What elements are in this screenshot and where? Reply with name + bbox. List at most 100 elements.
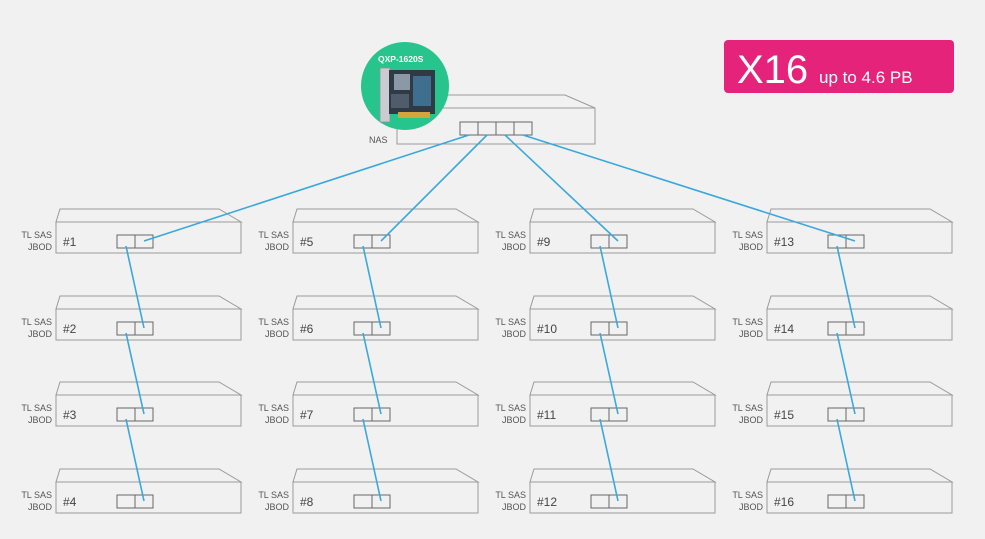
jbod-top — [292, 381, 480, 396]
jbod-number: #11 — [537, 408, 556, 422]
jbod-port-out — [608, 321, 628, 336]
jbod-type-label: JBOD — [502, 329, 527, 339]
sas-cable — [599, 418, 619, 502]
capacity-badge: X16 up to 4.6 PB — [724, 40, 954, 93]
jbod-type-label: JBOD — [28, 329, 53, 339]
jbod-port-out — [371, 494, 391, 509]
jbod-top — [55, 208, 243, 223]
jbod-number: #6 — [300, 322, 314, 336]
jbod-number: #5 — [300, 235, 314, 249]
jbod-port-out — [845, 321, 865, 336]
jbod-port-out — [134, 321, 154, 336]
jbod-port-out — [134, 234, 154, 249]
jbod-port-in — [353, 494, 373, 509]
jbod-type-label: TL SAS — [495, 490, 526, 500]
nas-port-3 — [495, 121, 515, 136]
sas-cable — [836, 245, 856, 329]
sas-cable — [836, 418, 856, 502]
badge-capacity: up to 4.6 PB — [819, 68, 913, 87]
jbod-type-label: TL SAS — [732, 317, 763, 327]
jbod-port-out — [845, 494, 865, 509]
jbod-type-label: JBOD — [502, 242, 527, 252]
jbod-top — [529, 295, 717, 310]
jbod-type-label: JBOD — [502, 415, 527, 425]
jbod-top — [292, 468, 480, 483]
jbod-number: #16 — [774, 495, 794, 509]
card-illustration — [379, 67, 435, 123]
sas-cables — [125, 134, 856, 502]
jbod-number: #8 — [300, 495, 314, 509]
jbod-unit: TL SAS JBOD #15 — [732, 381, 954, 427]
sas-cable — [522, 134, 856, 242]
jbod-type-label: JBOD — [265, 415, 290, 425]
jbod-number: #15 — [774, 408, 794, 422]
jbod-number: #14 — [774, 322, 794, 336]
jbod-port-out — [608, 494, 628, 509]
badge-count: X16 — [737, 48, 808, 92]
jbod-number: #13 — [774, 235, 794, 249]
jbod-port-out — [134, 407, 154, 422]
jbod-unit: TL SAS JBOD #16 — [732, 468, 954, 514]
jbod-number: #12 — [537, 495, 557, 509]
jbod-type-label: TL SAS — [732, 230, 763, 240]
jbod-top — [55, 468, 243, 483]
jbod-type-label: TL SAS — [258, 403, 289, 413]
jbod-port-out — [845, 407, 865, 422]
jbod-type-label: TL SAS — [495, 230, 526, 240]
jbod-type-label: TL SAS — [21, 490, 52, 500]
jbod-number: #4 — [63, 495, 77, 509]
sas-cable — [125, 245, 145, 329]
jbod-type-label: TL SAS — [732, 403, 763, 413]
jbod-type-label: TL SAS — [21, 403, 52, 413]
jbod-unit: TL SAS JBOD #9 — [495, 208, 717, 254]
nas-port-4 — [513, 121, 533, 136]
jbod-unit: TL SAS JBOD #14 — [732, 295, 954, 341]
expansion-card: QXP-1620S — [361, 42, 449, 130]
jbod-top — [55, 381, 243, 396]
jbod-number: #10 — [537, 322, 557, 336]
jbod-top — [529, 468, 717, 483]
jbod-type-label: TL SAS — [495, 403, 526, 413]
jbod-top — [292, 208, 480, 223]
jbod-port-out — [371, 407, 391, 422]
jbod-number: #9 — [537, 235, 551, 249]
jbod-unit: TL SAS JBOD #11 — [495, 381, 717, 427]
jbod-top — [529, 381, 717, 396]
jbod-type-label: JBOD — [265, 242, 290, 252]
jbod-port-in — [116, 494, 136, 509]
jbod-unit: TL SAS JBOD #12 — [495, 468, 717, 514]
jbod-type-label: JBOD — [739, 329, 764, 339]
sas-cable — [143, 134, 470, 242]
jbod-top — [766, 295, 954, 310]
jbod-type-label: JBOD — [265, 502, 290, 512]
jbod-port-out — [608, 407, 628, 422]
jbod-port-in — [827, 494, 847, 509]
jbod-top — [766, 468, 954, 483]
jbod-port-out — [845, 234, 865, 249]
jbod-number: #2 — [63, 322, 77, 336]
jbod-type-label: TL SAS — [258, 317, 289, 327]
nas-ports — [459, 121, 533, 136]
jbod-type-label: TL SAS — [732, 490, 763, 500]
badge-background — [724, 40, 954, 93]
jbod-type-label: JBOD — [28, 415, 53, 425]
jbod-type-label: TL SAS — [21, 230, 52, 240]
jbod-type-label: JBOD — [739, 415, 764, 425]
jbod-type-label: JBOD — [28, 242, 53, 252]
jbod-port-out — [371, 321, 391, 336]
jbod-top — [292, 295, 480, 310]
jbod-type-label: JBOD — [502, 502, 527, 512]
jbod-type-label: JBOD — [739, 502, 764, 512]
